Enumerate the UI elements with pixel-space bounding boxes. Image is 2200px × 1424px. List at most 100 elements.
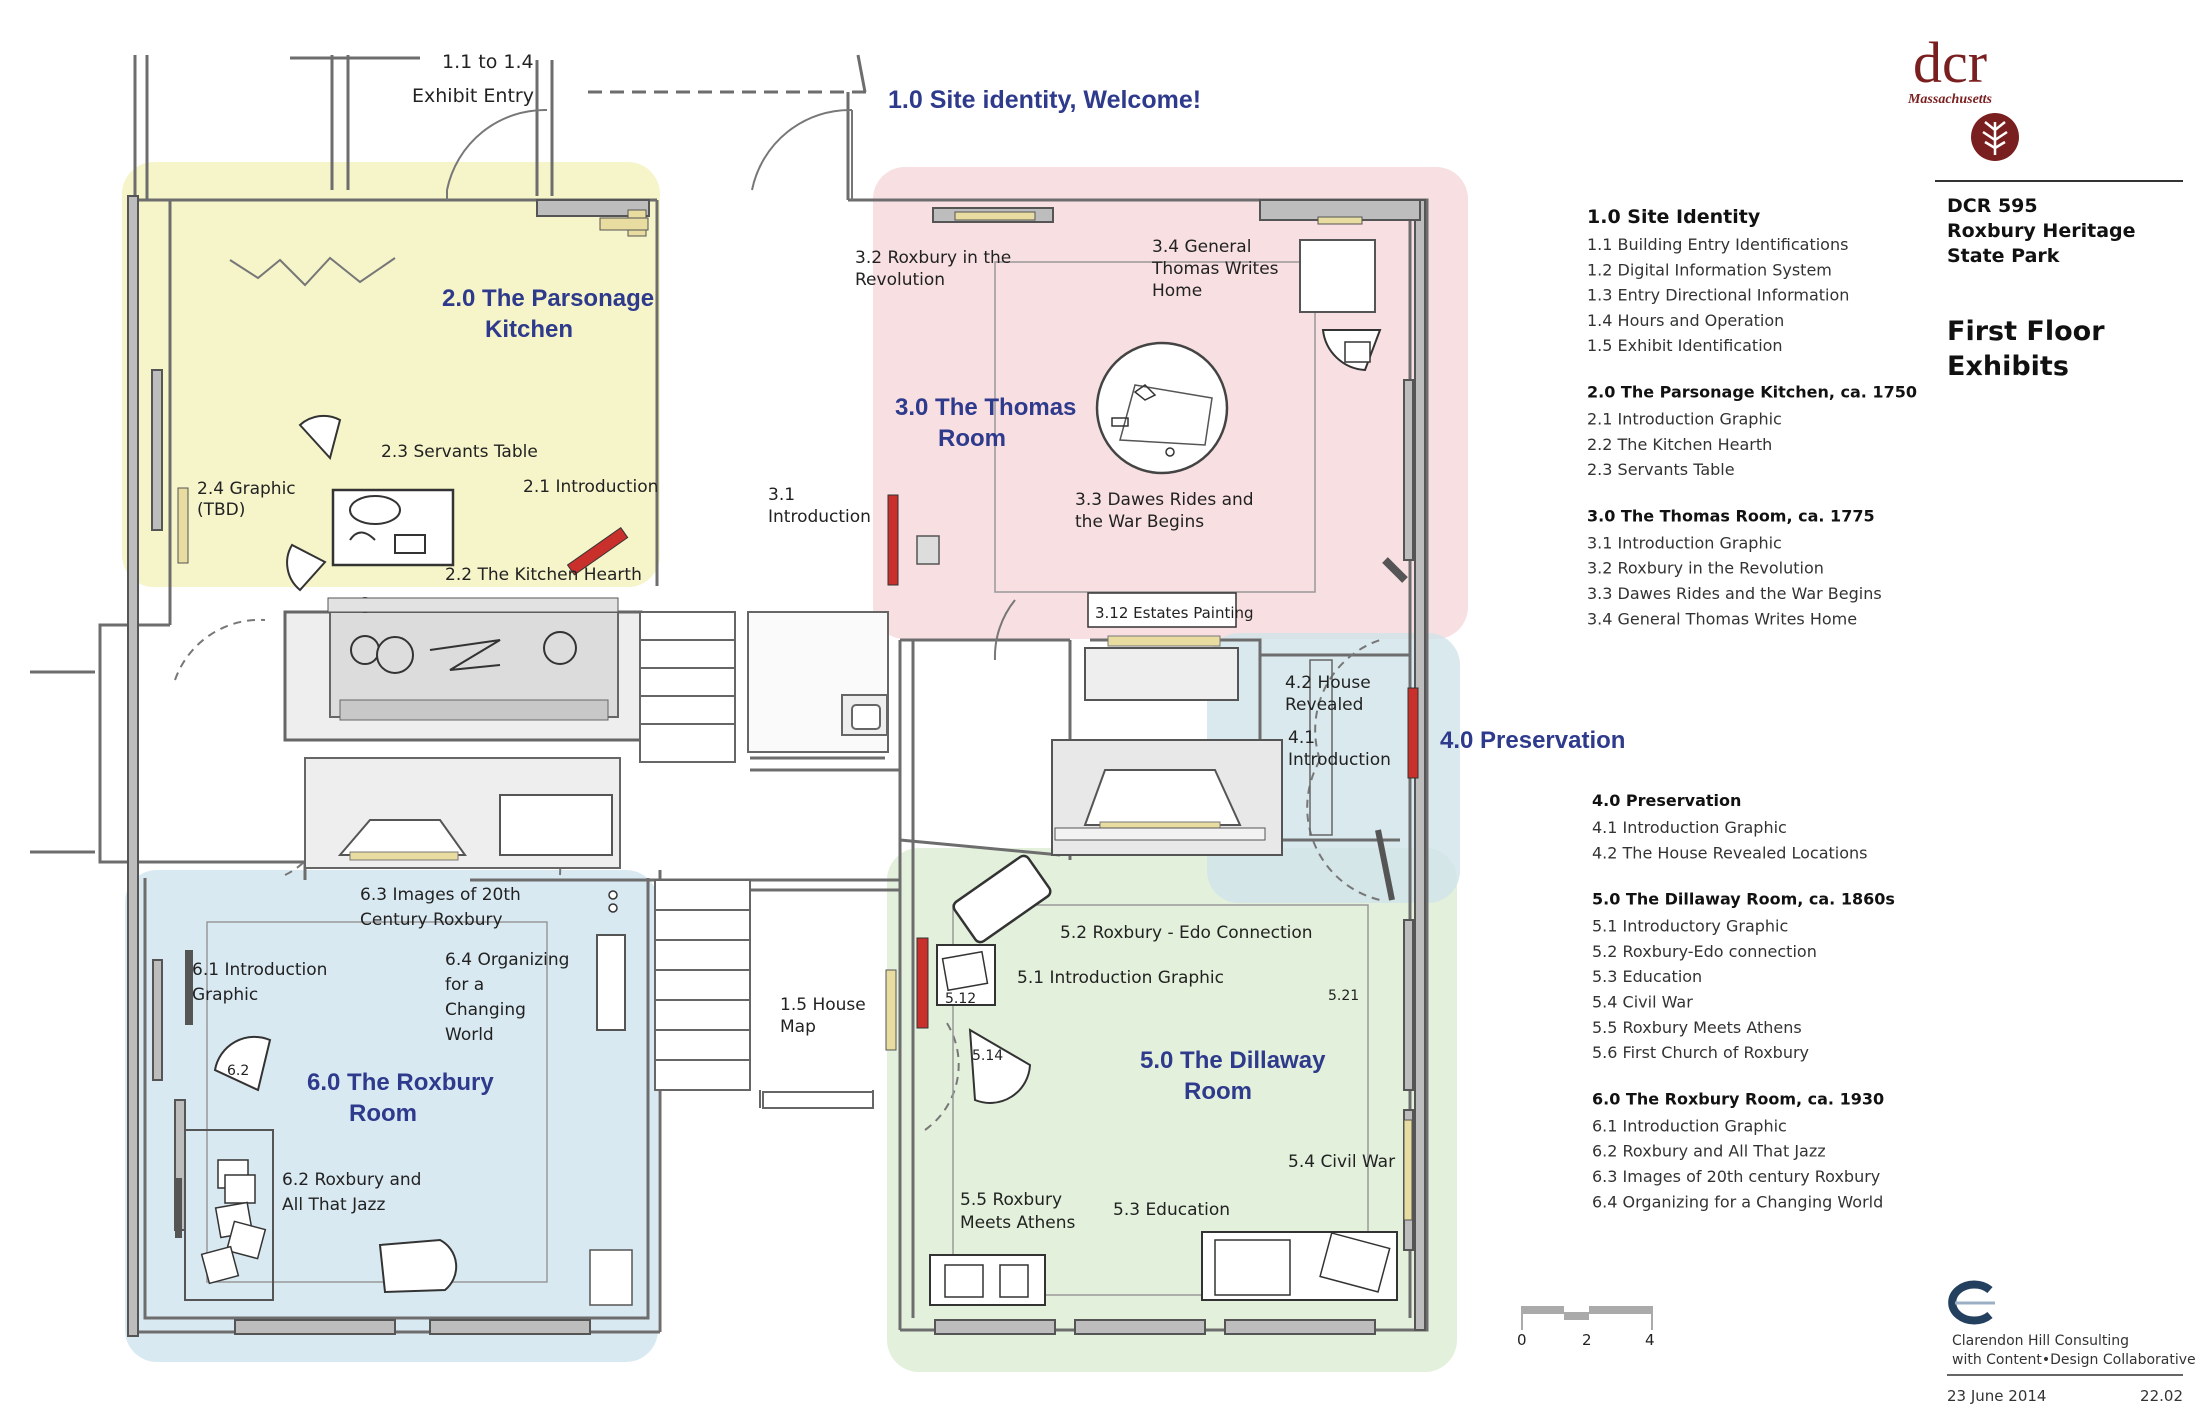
label-6-4b: for a	[445, 975, 484, 995]
label-3-2a: 3.2 Roxbury in the	[855, 248, 1011, 268]
label-5-3: 5.3 Education	[1113, 1200, 1230, 1220]
label-2-1: 2.1 Introduction	[523, 477, 658, 497]
zone-parsonage-kitchen[interactable]	[122, 162, 660, 587]
zone-title-dillaway-2: Room	[1184, 1078, 1252, 1105]
credits-line2: with Content•Design Collaborative	[1952, 1352, 2196, 1368]
zone-title-thomas-1: 3.0 The Thomas	[895, 394, 1076, 421]
footer-date: 23 June 2014	[1947, 1387, 2046, 1405]
legend-item: 5.4 Civil War	[1592, 993, 1693, 1012]
legend-heading: 3.0 The Thomas Room, ca. 1775	[1587, 506, 1875, 525]
label-1-5b: Map	[780, 1017, 816, 1037]
scale-tick-0: 0	[1517, 1331, 1527, 1349]
zone-title-parsonage-1: 2.0 The Parsonage	[442, 285, 654, 312]
label-6-2b: All That Jazz	[282, 1195, 385, 1215]
legend-heading: 5.0 The Dillaway Room, ca. 1860s	[1592, 890, 1895, 909]
entry-line2: Exhibit Entry	[412, 85, 534, 107]
legend-item: 5.1 Introductory Graphic	[1592, 917, 1788, 936]
label-3-3b: the War Begins	[1075, 512, 1204, 532]
label-5-14: 5.14	[972, 1048, 1003, 1064]
legend-item: 4.2 The House Revealed Locations	[1592, 843, 1868, 862]
entry-label: 1.1 to 1.4 Exhibit Entry	[412, 51, 534, 107]
legend-item: 6.2 Roxbury and All That Jazz	[1592, 1142, 1826, 1161]
legend-heading: 1.0 Site Identity	[1587, 206, 1761, 228]
legend-item: 2.3 Servants Table	[1587, 460, 1735, 479]
zone-title-preservation: 4.0 Preservation	[1440, 727, 1625, 754]
legend-item: 2.2 The Kitchen Hearth	[1587, 435, 1772, 454]
legend-item: 3.4 General Thomas Writes Home	[1587, 609, 1857, 628]
zone-title-roxbury-1: 6.0 The Roxbury	[307, 1069, 494, 1096]
legend-item: 5.5 Roxbury Meets Athens	[1592, 1018, 1802, 1037]
legend-item: 3.2 Roxbury in the Revolution	[1587, 559, 1824, 578]
label-6-4c: Changing	[445, 1000, 526, 1020]
legend-top: 1.0 Site Identity 1.1 Building Entry Iden…	[1587, 206, 1917, 628]
label-3-1b: Introduction	[768, 507, 871, 527]
legend-item: 1.4 Hours and Operation	[1587, 311, 1784, 330]
label-3-4b: Thomas Writes	[1151, 259, 1279, 279]
label-3-2b: Revolution	[855, 270, 945, 290]
label-6-4d: World	[445, 1025, 494, 1045]
stairs	[639, 611, 889, 1109]
legend-item: 6.4 Organizing for a Changing World	[1592, 1192, 1883, 1211]
label-6-2-tag: 6.2	[227, 1063, 249, 1079]
scale-tick-4: 4	[1645, 1331, 1655, 1349]
parsonage-furniture	[286, 217, 649, 592]
label-3-3a: 3.3 Dawes Rides and	[1075, 490, 1254, 510]
project-code: DCR 595	[1947, 195, 2038, 217]
label-5-4: 5.4 Civil War	[1288, 1152, 1395, 1172]
label-5-21: 5.21	[1328, 988, 1359, 1004]
roxbury-furniture	[184, 890, 633, 1306]
sheet-title-2: Exhibits	[1947, 351, 2069, 382]
consultant-credits: Clarendon Hill Consulting with Content•D…	[1947, 1280, 2196, 1405]
exhibit-labels: 2.3 Servants Table 2.1 Introduction 2.4 …	[192, 237, 1395, 1233]
label-5-5b: Meets Athens	[960, 1213, 1076, 1233]
label-3-4a: 3.4 General	[1152, 237, 1251, 257]
legend-item: 6.1 Introduction Graphic	[1592, 1116, 1787, 1135]
legend-heading: 2.0 The Parsonage Kitchen, ca. 1750	[1587, 383, 1917, 402]
kitchen-hearth	[283, 597, 643, 869]
credits-line1: Clarendon Hill Consulting	[1952, 1333, 2129, 1349]
exhibit-panels	[175, 209, 1419, 1238]
label-3-12: 3.12 Estates Painting	[1095, 604, 1254, 622]
zone-title-dillaway-1: 5.0 The Dillaway	[1140, 1047, 1326, 1074]
footer-page: 22.02	[2140, 1387, 2183, 1405]
title-block: dcr Massachusetts DCR 595 Roxbury Herita…	[1907, 30, 2183, 382]
legend-item: 1.2 Digital Information System	[1587, 260, 1832, 279]
label-6-2a: 6.2 Roxbury and	[282, 1170, 421, 1190]
legend-item: 6.3 Images of 20th century Roxbury	[1592, 1167, 1880, 1186]
label-4-1a: 4.1	[1288, 728, 1315, 748]
legend-item: 5.3 Education	[1592, 967, 1702, 986]
zone-title-thomas-2: Room	[938, 425, 1006, 452]
label-4-2a: 4.2 House	[1285, 673, 1371, 693]
legend-item: 4.1 Introduction Graphic	[1592, 818, 1787, 837]
label-3-1a: 3.1	[768, 485, 795, 505]
legend-item: 3.3 Dawes Rides and the War Begins	[1587, 584, 1882, 603]
legend-item: 2.1 Introduction Graphic	[1587, 410, 1782, 429]
thomas-room-fixtures	[916, 239, 1382, 856]
label-2-3: 2.3 Servants Table	[381, 442, 538, 462]
label-4-2b: Revealed	[1285, 695, 1363, 715]
label-5-12: 5.12	[945, 991, 976, 1007]
label-2-4a: 2.4 Graphic	[197, 479, 296, 499]
legend-item: 5.6 First Church of Roxbury	[1592, 1043, 1809, 1062]
legend-item: 3.1 Introduction Graphic	[1587, 533, 1782, 552]
label-5-2: 5.2 Roxbury - Edo Connection	[1060, 923, 1313, 943]
dcr-logo-subtitle: Massachusetts	[1907, 92, 1993, 107]
legend-item: 5.2 Roxbury-Edo connection	[1592, 942, 1817, 961]
zone-title-roxbury-2: Room	[349, 1100, 417, 1127]
sheet-title-1: First Floor	[1947, 316, 2105, 347]
dcr-logo-text: dcr	[1913, 30, 1987, 95]
label-5-1: 5.1 Introduction Graphic	[1017, 968, 1224, 988]
legend-item: 1.5 Exhibit Identification	[1587, 336, 1783, 355]
zone-title-parsonage-2: Kitchen	[485, 316, 573, 343]
dillaway-furniture	[929, 854, 1398, 1306]
label-6-1b: Graphic	[192, 985, 258, 1005]
label-6-3a: 6.3 Images of 20th	[360, 885, 521, 905]
label-4-1b: Introduction	[1288, 750, 1391, 770]
project-name-2: State Park	[1947, 245, 2060, 267]
legend-item: 1.3 Entry Directional Information	[1587, 286, 1849, 305]
legend-item: 1.1 Building Entry Identifications	[1587, 235, 1848, 254]
label-6-4a: 6.4 Organizing	[445, 950, 569, 970]
entry-line1: 1.1 to 1.4	[442, 51, 534, 73]
